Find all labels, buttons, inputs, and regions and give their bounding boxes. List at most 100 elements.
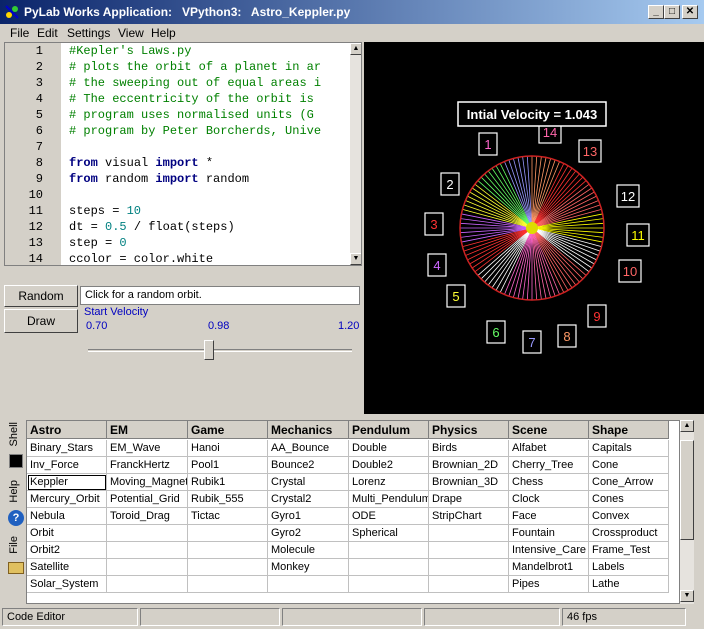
grid-cell[interactable]: Convex xyxy=(589,508,669,525)
menu-file[interactable]: File xyxy=(10,26,30,40)
status-text-field[interactable]: Click for a random orbit. xyxy=(80,286,360,305)
grid-column-header[interactable]: Pendulum xyxy=(349,421,429,439)
editor-vertical-scrollbar[interactable]: ▲ ▼ xyxy=(350,43,361,265)
grid-cell[interactable]: Cone_Arrow xyxy=(589,474,669,491)
menu-edit[interactable]: Edit xyxy=(37,26,58,40)
grid-cell[interactable] xyxy=(349,576,429,593)
grid-cell[interactable]: Cones xyxy=(589,491,669,508)
scroll-down-icon[interactable]: ▼ xyxy=(350,253,361,265)
grid-cell[interactable]: Brownian_3D xyxy=(429,474,509,491)
random-button[interactable]: Random xyxy=(4,285,78,307)
grid-cell[interactable]: Crystal xyxy=(268,474,349,491)
grid-cell[interactable]: Solar_System xyxy=(27,576,107,593)
grid-cell[interactable] xyxy=(429,542,509,559)
grid-cell[interactable]: Orbit xyxy=(27,525,107,542)
grid-cell[interactable]: Keppler xyxy=(27,474,107,491)
grid-cell[interactable] xyxy=(429,559,509,576)
grid-cell[interactable]: Crossproduct xyxy=(589,525,669,542)
grid-cell[interactable]: Binary_Stars xyxy=(27,440,107,457)
grid-cell[interactable]: ODE xyxy=(349,508,429,525)
menu-settings[interactable]: Settings xyxy=(67,26,111,40)
scroll-left-icon[interactable]: ◀ xyxy=(5,265,17,266)
minimize-button[interactable]: _ xyxy=(648,5,664,19)
grid-cell[interactable]: Intensive_Care xyxy=(509,542,589,559)
grid-cell[interactable]: Moving_Magnet xyxy=(107,474,188,491)
grid-cell[interactable]: Chess xyxy=(509,474,589,491)
velocity-slider-track[interactable] xyxy=(88,349,352,352)
grid-cell[interactable] xyxy=(188,525,268,542)
grid-cell[interactable] xyxy=(429,576,509,593)
grid-column-header[interactable]: Shape xyxy=(589,421,669,439)
grid-cell[interactable]: Brownian_2D xyxy=(429,457,509,474)
scroll-thumb[interactable] xyxy=(680,440,694,540)
grid-cell[interactable]: Lorenz xyxy=(349,474,429,491)
grid-cell[interactable]: Bounce2 xyxy=(268,457,349,474)
velocity-slider-thumb[interactable] xyxy=(204,340,215,360)
tab-file[interactable]: File xyxy=(8,536,20,554)
grid-cell[interactable]: Toroid_Drag xyxy=(107,508,188,525)
grid-cell[interactable]: Clock xyxy=(509,491,589,508)
grid-column-header[interactable]: Physics xyxy=(429,421,509,439)
grid-cell[interactable] xyxy=(107,525,188,542)
scroll-up-icon[interactable]: ▲ xyxy=(350,43,361,55)
grid-column-header[interactable]: Scene xyxy=(509,421,589,439)
grid-cell[interactable]: Double xyxy=(349,440,429,457)
grid-cell[interactable]: Potential_Grid xyxy=(107,491,188,508)
grid-cell[interactable] xyxy=(107,559,188,576)
grid-cell[interactable]: Mercury_Orbit xyxy=(27,491,107,508)
grid-cell[interactable]: Double2 xyxy=(349,457,429,474)
grid-cell[interactable]: Labels xyxy=(589,559,669,576)
grid-cell[interactable]: Multi_Pendulum xyxy=(349,491,429,508)
grid-cell[interactable]: Alfabet xyxy=(509,440,589,457)
grid-cell[interactable]: Spherical xyxy=(349,525,429,542)
grid-column-header[interactable]: Game xyxy=(188,421,268,439)
grid-cell[interactable]: Cherry_Tree xyxy=(509,457,589,474)
grid-cell[interactable]: Capitals xyxy=(589,440,669,457)
grid-cell[interactable]: Birds xyxy=(429,440,509,457)
grid-cell[interactable]: Inv_Force xyxy=(27,457,107,474)
scroll-down-icon[interactable]: ▼ xyxy=(680,590,694,602)
grid-cell[interactable]: Rubik1 xyxy=(188,474,268,491)
editor-horizontal-scrollbar[interactable]: ◀ ▶ xyxy=(5,265,350,266)
grid-column-header[interactable]: Mechanics xyxy=(268,421,349,439)
grid-cell[interactable]: Gyro2 xyxy=(268,525,349,542)
grid-cell[interactable] xyxy=(188,576,268,593)
close-button[interactable]: ✕ xyxy=(682,5,698,19)
grid-cell[interactable]: Lathe xyxy=(589,576,669,593)
grid-cell[interactable] xyxy=(349,559,429,576)
grid-cell[interactable]: Drape xyxy=(429,491,509,508)
grid-cell[interactable]: Cone xyxy=(589,457,669,474)
grid-cell[interactable]: FranckHertz xyxy=(107,457,188,474)
grid-cell[interactable]: Orbit2 xyxy=(27,542,107,559)
tab-shell[interactable]: Shell xyxy=(8,422,20,447)
grid-cell[interactable]: Mandelbrot1 xyxy=(509,559,589,576)
grid-cell[interactable]: Pipes xyxy=(509,576,589,593)
grid-cell[interactable]: Monkey xyxy=(268,559,349,576)
grid-cell[interactable] xyxy=(188,542,268,559)
grid-cell[interactable]: Gyro1 xyxy=(268,508,349,525)
grid-cell[interactable]: Tictac xyxy=(188,508,268,525)
grid-column-header[interactable]: Astro xyxy=(27,421,107,439)
grid-cell[interactable]: Fountain xyxy=(509,525,589,542)
grid-cell[interactable]: Frame_Test xyxy=(589,542,669,559)
grid-cell[interactable] xyxy=(107,576,188,593)
menu-view[interactable]: View xyxy=(118,26,144,40)
grid-cell[interactable]: AA_Bounce xyxy=(268,440,349,457)
grid-cell[interactable] xyxy=(429,525,509,542)
maximize-button[interactable]: □ xyxy=(664,5,680,19)
grid-cell[interactable]: EM_Wave xyxy=(107,440,188,457)
grid-cell[interactable]: Satellite xyxy=(27,559,107,576)
menu-help[interactable]: Help xyxy=(151,26,176,40)
grid-cell[interactable]: Face xyxy=(509,508,589,525)
grid-cell[interactable] xyxy=(107,542,188,559)
grid-cell[interactable]: Rubik_555 xyxy=(188,491,268,508)
grid-cell[interactable]: Crystal2 xyxy=(268,491,349,508)
grid-cell[interactable]: Hanoi xyxy=(188,440,268,457)
grid-cell[interactable]: Nebula xyxy=(27,508,107,525)
grid-column-header[interactable]: EM xyxy=(107,421,188,439)
scroll-up-icon[interactable]: ▲ xyxy=(680,420,694,432)
draw-button[interactable]: Draw xyxy=(4,309,78,333)
